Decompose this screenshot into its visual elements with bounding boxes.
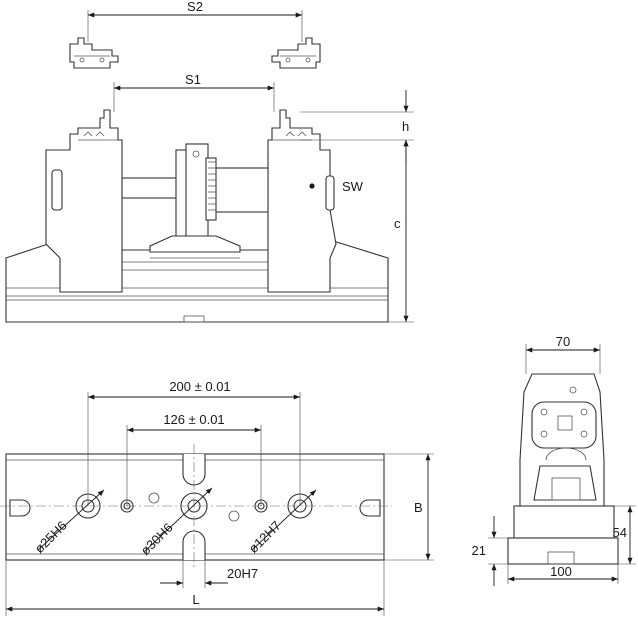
pitch-126-label: 126 ± 0.01 bbox=[163, 412, 224, 427]
width-70-label: 70 bbox=[556, 334, 570, 349]
front-jaw-left bbox=[45, 109, 123, 293]
spindle-assembly bbox=[121, 143, 269, 259]
side-view-body bbox=[519, 373, 605, 507]
sw-label: SW bbox=[342, 179, 364, 194]
s2-label: S2 bbox=[187, 0, 203, 14]
s2-jaw-left bbox=[69, 37, 119, 69]
width-100-label: 100 bbox=[550, 564, 572, 579]
slot-20-label: 20H7 bbox=[227, 566, 258, 581]
s2-jaw-right bbox=[271, 37, 321, 69]
pitch-200-label: 200 ± 0.01 bbox=[169, 379, 230, 394]
s1-label: S1 bbox=[185, 72, 201, 87]
sw-marker-dot bbox=[309, 183, 315, 189]
c-label: c bbox=[394, 216, 401, 231]
base-plate-top-view bbox=[5, 453, 385, 561]
h-label: h bbox=[402, 119, 409, 134]
width-b-label: B bbox=[414, 500, 423, 515]
length-l-label: L bbox=[192, 592, 199, 607]
side-view-base bbox=[507, 505, 619, 565]
height-21-label: 21 bbox=[472, 543, 486, 558]
front-jaw-right bbox=[267, 109, 337, 293]
height-54-label: 54 bbox=[613, 525, 627, 540]
